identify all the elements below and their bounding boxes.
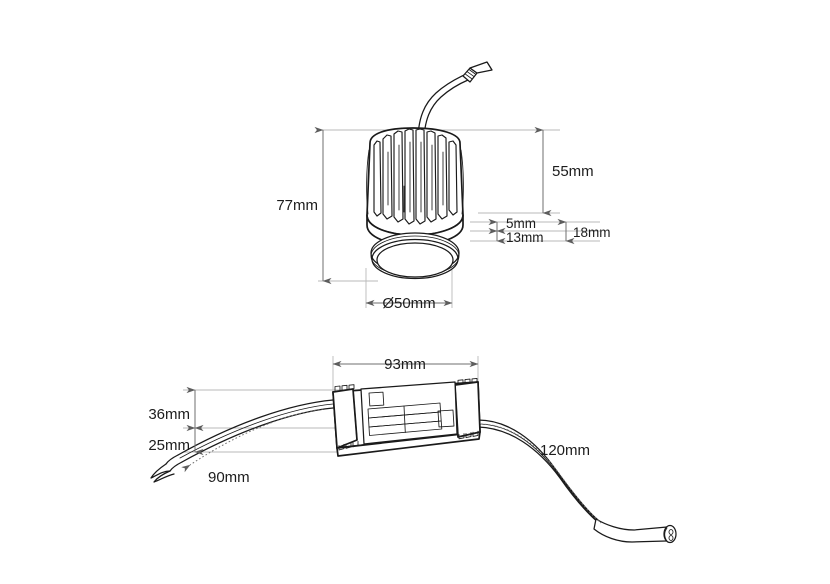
lamp-view: 77mm 55mm 5mm 13mm 18mm [276, 61, 611, 312]
dimension-90mm: 90mm [181, 408, 324, 486]
dimension-77mm-label: 77mm [276, 197, 318, 214]
driver-label-panel [360, 381, 458, 445]
barrel-connector-icon [462, 61, 493, 83]
dimension-77mm: 77mm [276, 126, 332, 285]
dimension-18mm: 18mm [557, 218, 611, 245]
driver-output-cable [477, 419, 677, 544]
dimension-120mm: 120mm [480, 423, 602, 524]
dimension-55mm-label: 55mm [552, 163, 594, 180]
dimension-diameter-50mm: Ø50mm [365, 295, 453, 312]
dimension-5mm: 5mm [488, 216, 536, 235]
heatsink-fin-details [387, 141, 444, 213]
dimension-93mm: 93mm [332, 356, 479, 373]
left-endcap-teeth [334, 384, 359, 451]
dimension-25mm-label: 25mm [148, 437, 190, 454]
heatsink [366, 127, 464, 236]
dimension-55mm: 55mm [534, 126, 594, 217]
driver-view: 90mm 120mm [148, 356, 677, 544]
dimension-93mm-label: 93mm [384, 356, 426, 373]
dimension-5mm-label: 5mm [506, 216, 536, 231]
dimension-18mm-label: 18mm [573, 225, 611, 240]
dimension-36mm-label: 36mm [148, 406, 190, 423]
driver-housing [332, 377, 481, 457]
dimension-13mm-label: 13mm [506, 230, 544, 245]
heatsink-fins [373, 128, 458, 225]
driver-label-table [367, 402, 443, 436]
dimension-13mm: 13mm [488, 227, 544, 245]
dimension-36mm: 36mm [148, 386, 204, 432]
dimension-90mm-label: 90mm [208, 469, 250, 486]
dimension-120mm-label: 120mm [540, 442, 590, 459]
dimension-25mm: 25mm [148, 424, 204, 456]
dimension-diameter-50mm-label: Ø50mm [382, 295, 435, 312]
right-endcap-teeth [457, 377, 479, 440]
lens-face [376, 242, 454, 278]
lamp-cable [417, 74, 469, 139]
